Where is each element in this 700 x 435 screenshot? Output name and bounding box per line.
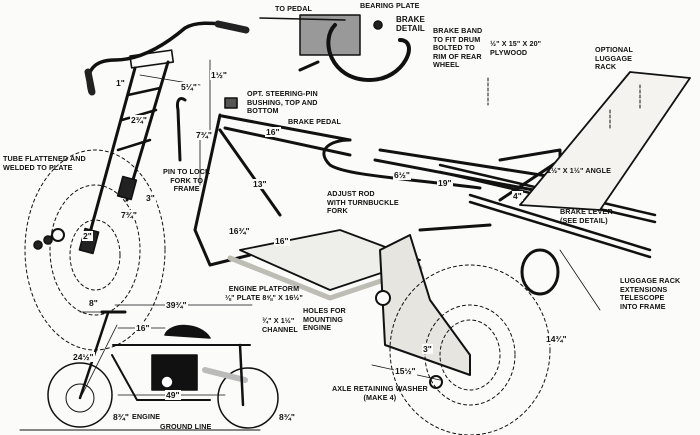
dim-14-75: 14¾" (545, 334, 568, 344)
dim-7-75-a: 7¾" (195, 130, 213, 140)
rear-bracket (379, 234, 471, 376)
label-plywood: ½" x 15" x 20" PLYWOOD (490, 39, 542, 57)
label-brake-lever: BRAKE LEVER (SEE DETAIL) (560, 207, 613, 225)
label-channel: ¾" x 1½" CHANNEL (262, 316, 298, 334)
brake-drum (520, 248, 560, 296)
dim-19: 19" (437, 178, 453, 188)
dim-39-75: 39¾" (165, 300, 188, 310)
dim-16-side: 16" (135, 323, 151, 333)
label-steering-pin: OPT. STEERING-PIN BUSHING, TOP AND BOTTO… (247, 89, 318, 115)
dim-24-5: 24½" (72, 352, 95, 362)
dim-13: 13" (252, 179, 268, 189)
label-pin-lock: PIN TO LOCK FORK TO FRAME (163, 167, 211, 193)
dim-2: 2" (82, 231, 93, 241)
front-wheel-outline (24, 149, 166, 351)
dim-1in: 1" (115, 78, 126, 88)
label-brake-pedal: BRAKE PEDAL (288, 117, 342, 126)
label-ground-line: GROUND LINE (160, 422, 212, 431)
dim-6-5: 6½" (393, 170, 411, 180)
steering-bushing (224, 97, 238, 109)
dim-4: 4" (512, 191, 523, 201)
dim-1-5: 1½" (210, 70, 228, 80)
front-axle-washers (33, 228, 65, 250)
label-luggage-rack: OPTIONAL LUGGAGE RACK (595, 45, 633, 71)
dim-8-75-a: 8¾" (112, 412, 130, 422)
label-axle-washer: AXLE RETAINING WASHER (MAKE 4) (332, 384, 428, 402)
label-brake-band: BRAKE BAND TO FIT DRUM BOLTED TO RIM OF … (433, 26, 483, 69)
dim-3-rear: 3" (422, 344, 433, 354)
dim-16-75: 16¾" (228, 226, 251, 236)
plywood-rack (519, 71, 691, 211)
dim-2-75: 2¾" (130, 115, 148, 125)
dim-7-75-b: 7¾" (120, 210, 138, 220)
dim-3-fork: 3" (145, 193, 156, 203)
label-luggage-extensions: LUGGAGE RACK EXTENSIONS TELESCOPE INTO F… (620, 276, 681, 311)
axle-washer (429, 375, 443, 389)
dim-5-25: 5¼" (180, 82, 198, 92)
label-to-pedal: TO PEDAL (275, 4, 313, 13)
dim-15-5: 15½" (394, 366, 417, 376)
label-angle: 1½" x 1½" ANGLE (547, 166, 611, 175)
label-adjust-rod: ADJUST ROD WITH TURNBUCKLE FORK (327, 189, 399, 215)
dim-16-top: 16" (265, 127, 281, 137)
handlebar (84, 20, 250, 96)
dim-8: 8" (88, 298, 99, 308)
label-engine: ENGINE (132, 412, 161, 421)
dim-49: 49" (165, 390, 181, 400)
rear-wheel-outline (389, 264, 551, 435)
label-brake-detail: BRAKE DETAIL (396, 15, 425, 33)
dim-16-platform: 16" (274, 236, 290, 246)
dim-8-75-b: 8¾" (278, 412, 296, 422)
label-holes: HOLES FOR MOUNTING ENGINE (303, 306, 346, 332)
rack-bolts (487, 77, 641, 131)
side-view-bike (47, 310, 279, 429)
lock-pin (176, 96, 187, 162)
label-tube-flattened: TUBE FLATTENED AND WELDED TO PLATE (3, 154, 86, 172)
label-engine-platform: ENGINE PLATFORM ⅛" PLATE 8⅝" x 16½" (225, 284, 303, 302)
brake-detail (259, 14, 411, 82)
label-bearing-plate: BEARING PLATE (360, 1, 420, 10)
